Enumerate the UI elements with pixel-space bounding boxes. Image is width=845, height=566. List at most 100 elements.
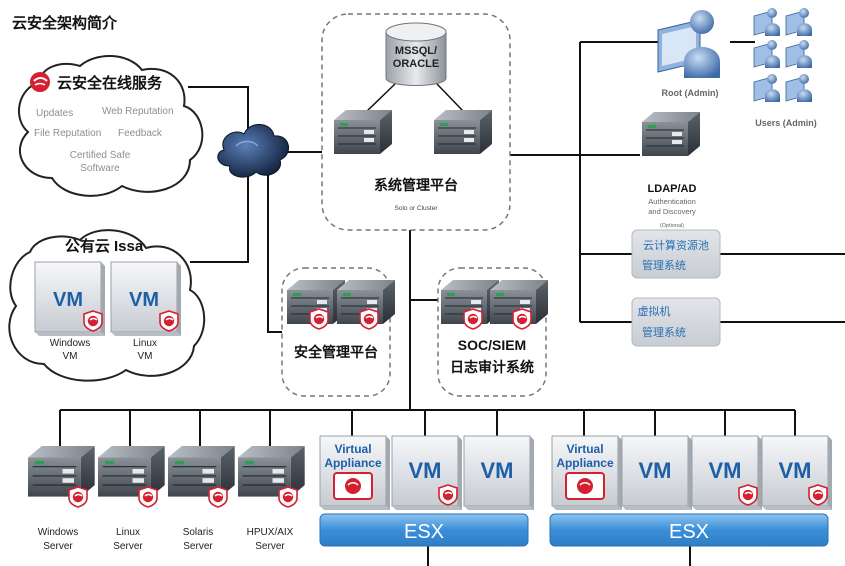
ldap-title: LDAP/AD <box>648 183 697 195</box>
brand-logo-icon <box>345 478 361 494</box>
mgmt-server-icon <box>433 109 493 155</box>
diagram-title: 云安全架构简介 <box>12 14 118 32</box>
solaris-server-icon <box>167 445 236 508</box>
vm-label: VM <box>639 458 672 483</box>
users-admin-label: Users (Admin) <box>755 118 817 128</box>
vm-label: VM <box>129 289 159 311</box>
security-badge-icon <box>738 484 758 506</box>
internet-cloud-icon <box>217 124 289 178</box>
service-item-web-reputation: Web Reputation <box>102 106 174 117</box>
user-icon <box>785 8 812 36</box>
service-item-feedback: Feedback <box>118 128 163 139</box>
vm-label: VM <box>409 458 442 483</box>
service-item-file-reputation: File Reputation <box>34 128 101 139</box>
user-icon <box>753 8 780 36</box>
cloud-pool-line2: 管理系统 <box>642 258 686 272</box>
ldap-sub-line1: Authentication <box>648 197 696 206</box>
linux-server-line1: Linux <box>116 527 140 538</box>
root-admin: Root (Admin) <box>657 10 720 98</box>
esx-vm-tile: VM <box>761 435 833 511</box>
security-mgmt-title: 安全管理平台 <box>294 344 378 360</box>
hpux-server-icon <box>237 445 306 508</box>
soc-title-line2: 日志审计系统 <box>450 359 534 375</box>
esx-host-2: Virtual Appliance VM VM VM ESX <box>549 435 833 547</box>
system-management-platform: MSSQL/ ORACLE 系统管理平台 Solo or Cluster <box>321 13 511 231</box>
hpux-server-line1: HPUX/AIX <box>247 527 294 538</box>
solaris-server-line2: Server <box>183 541 213 552</box>
vm-mgmt-box <box>631 297 721 347</box>
hpux-server-line2: Server <box>255 541 285 552</box>
cloud-shape <box>18 54 204 197</box>
ldap-server-icon <box>641 111 701 157</box>
users-admin: Users (Admin) <box>753 8 817 128</box>
cloud-service-title: 云安全在线服务 <box>57 74 163 92</box>
security-management-platform: 安全管理平台 <box>281 267 396 397</box>
va-label-line2: Appliance <box>324 456 382 470</box>
database-icon <box>385 22 447 86</box>
va-label-line1: Virtual <box>334 442 371 456</box>
cloud-pool-management: 云计算资源池 管理系统 <box>631 229 721 279</box>
cloud-security-service: 云安全在线服务 Updates Web Reputation File Repu… <box>18 54 204 197</box>
vm-label: VM <box>481 458 514 483</box>
linux-vm-tile: VM <box>110 261 182 337</box>
esx-vm-tile: VM <box>463 435 535 511</box>
public-cloud: 公有云 Issa VM Windows VM VM Linux VM <box>8 229 206 382</box>
virtual-appliance-tile: Virtual Appliance <box>551 435 623 511</box>
brand-logo-icon <box>577 478 593 494</box>
esx-vm-tile: VM <box>691 435 763 511</box>
esx-vm-tile: VM <box>621 435 693 511</box>
esx-host-1: Virtual Appliance VM VM ESX <box>319 435 535 547</box>
line-network-to-security-mgmt <box>267 162 282 333</box>
mgmt-server-icon <box>333 109 393 155</box>
service-certified-line2: Software <box>80 163 120 174</box>
root-admin-label: Root (Admin) <box>662 88 719 98</box>
mgmt-platform-subtitle: Solo or Cluster <box>395 205 439 212</box>
cloud-pool-box <box>631 229 721 279</box>
connection-lines <box>59 41 845 566</box>
soc-siem-system: SOC/SIEM 日志审计系统 <box>437 267 549 397</box>
mgmt-platform-title: 系统管理平台 <box>374 177 458 193</box>
linux-vm-label-line2: VM <box>138 351 153 362</box>
windows-server-line2: Server <box>43 541 73 552</box>
solaris-server-line1: Solaris <box>183 527 214 538</box>
vm-mgmt-line2: 管理系统 <box>642 325 686 339</box>
user-icon <box>753 40 780 68</box>
linux-server-line2: Server <box>113 541 143 552</box>
va-label-line2: Appliance <box>556 456 614 470</box>
vm-label: VM <box>53 289 83 311</box>
esx-label: ESX <box>669 521 709 543</box>
service-certified-line1: Certified Safe <box>70 150 131 161</box>
windows-server-icon <box>27 445 96 508</box>
security-badge-icon <box>808 484 828 506</box>
public-cloud-title: 公有云 Issa <box>65 237 144 255</box>
ldap-ad: LDAP/AD Authentication and Discovery (Op… <box>641 111 701 229</box>
windows-vm-tile: VM <box>34 261 106 337</box>
linux-vm-label-line1: Linux <box>133 338 157 349</box>
ldap-optional: (Optional) <box>660 223 684 229</box>
soc-title-line1: SOC/SIEM <box>458 337 526 353</box>
vm-management: 虚拟机 管理系统 <box>631 297 721 347</box>
esx-bar <box>319 513 529 547</box>
user-icon <box>785 74 812 102</box>
esx-vm-tile: VM <box>391 435 463 511</box>
windows-vm-label-line1: Windows <box>50 338 91 349</box>
physical-servers: Windows Server Linux Server Solaris Serv… <box>27 445 306 552</box>
mgmt-platform-frame <box>321 13 511 231</box>
windows-vm-label-line2: VM <box>63 351 78 362</box>
windows-server-line1: Windows <box>38 527 79 538</box>
ldap-sub-line2: and Discovery <box>648 207 696 216</box>
security-badge-icon <box>159 310 179 332</box>
virtual-appliance-tile: Virtual Appliance <box>319 435 391 511</box>
cloud-pool-line1: 云计算资源池 <box>643 238 709 252</box>
vm-label: VM <box>779 458 812 483</box>
esx-bar <box>549 513 829 547</box>
brand-logo-icon <box>30 72 50 92</box>
admin-user-icon <box>657 10 720 78</box>
line-cloud-service-to-network <box>188 86 249 140</box>
db-label-line2: ORACLE <box>393 58 439 70</box>
security-badge-icon <box>438 484 458 506</box>
esx-label: ESX <box>404 521 444 543</box>
db-label-line1: MSSQL/ <box>395 45 437 57</box>
service-item-updates: Updates <box>36 108 73 119</box>
va-label-line1: Virtual <box>566 442 603 456</box>
